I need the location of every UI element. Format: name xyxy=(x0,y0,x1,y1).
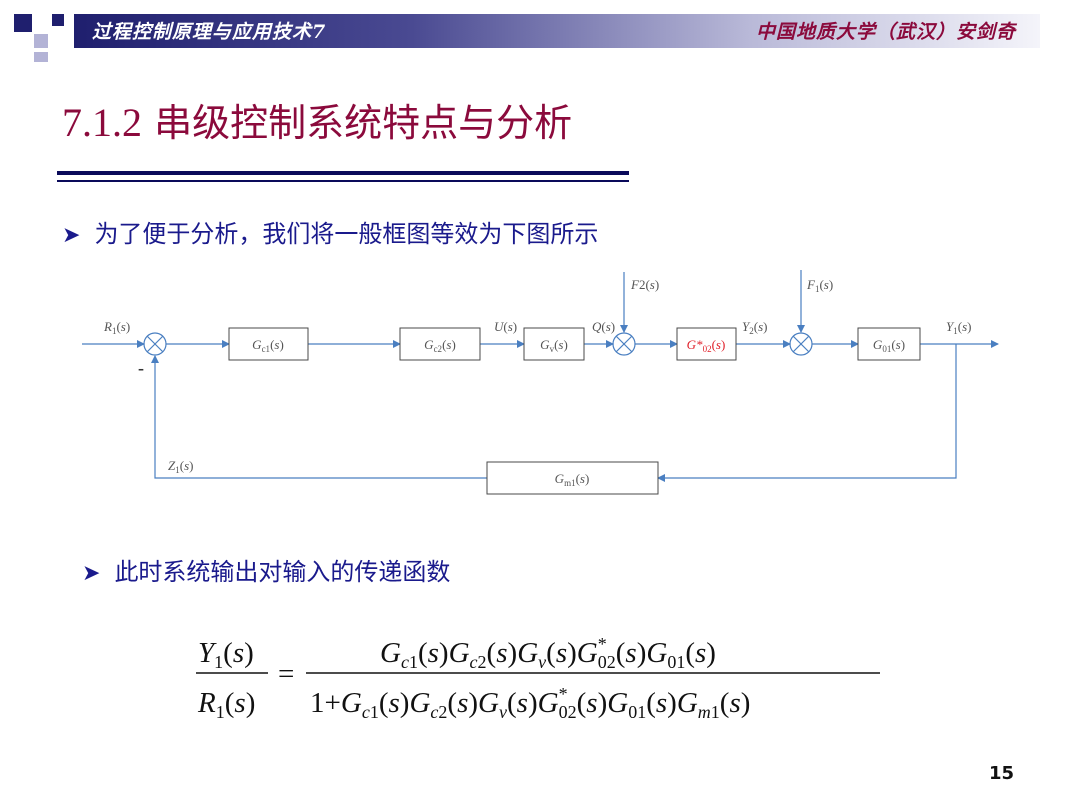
header-bar xyxy=(74,14,1040,48)
signal-label-q: Q(s) xyxy=(592,319,615,334)
block-label-g01: G01(s) xyxy=(873,337,905,354)
block-g01 xyxy=(857,327,921,361)
bullet-item: ➤ 此时系统输出对输入的传递函数 xyxy=(82,552,450,587)
header-square-dark xyxy=(14,14,32,32)
formula-rhs-denominator: 1+Gc1(s)Gc2(s)Gv(s)G*02(s)G01(s)Gm1(s) xyxy=(310,684,750,722)
bullet-text: 此时系统输出对输入的传递函数 xyxy=(114,558,451,586)
signal-label-y1: Y1(s) xyxy=(946,319,971,336)
slide-title: 7.1.2 串级控制系统特点与分析 xyxy=(62,92,572,147)
disturbance-label-f1: F1(s) xyxy=(806,277,833,294)
disturbance-label-f2: F2(s) xyxy=(630,277,659,292)
title-rule-thick xyxy=(57,171,629,175)
bullet-text: 为了便于分析，我们将一般框图等效为下图所示 xyxy=(94,220,599,248)
signal-label-y2: Y2(s) xyxy=(742,319,767,336)
section-number: 7.1.2 xyxy=(62,100,142,145)
course-name: 过程控制原理与应用技术7 xyxy=(92,21,327,43)
minus-sign: - xyxy=(138,358,144,378)
formula-lhs-denominator: R1(s) xyxy=(197,687,255,722)
arrow-bullet-icon: ➤ xyxy=(62,223,81,248)
signal-label-r1: R1(s) xyxy=(103,319,130,336)
block-label-gv: Gv(s) xyxy=(540,337,568,354)
block-gc2 xyxy=(399,327,481,361)
formula-equals-sign: = xyxy=(278,658,294,690)
block-label-gm1: Gm1(s) xyxy=(555,471,590,488)
header-square-small xyxy=(52,14,64,26)
summing-junction-1 xyxy=(143,332,167,356)
formula-rhs-numerator: Gc1(s)Gc2(s)Gv(s)G*02(s)G01(s) xyxy=(380,634,716,672)
summing-junction-3 xyxy=(789,332,813,356)
block-label-gc1: Gc1(s) xyxy=(252,337,284,354)
title-rule-thin xyxy=(57,180,629,182)
feedback-line-to-sum1 xyxy=(151,355,487,479)
slide-header: 过程控制原理与应用技术7 中国地质大学（武汉）安剑奇 xyxy=(0,0,1080,62)
section-title: 串级控制系统特点与分析 xyxy=(154,101,573,145)
block-g02 xyxy=(676,327,737,361)
formula-lhs-numerator: Y1(s) xyxy=(198,637,254,672)
signal-label-z1: Z1(s) xyxy=(168,458,193,475)
feedback-line-to-gm1 xyxy=(657,344,957,482)
signal-label-u: U(s) xyxy=(494,319,517,334)
page-number: 15 xyxy=(988,763,1014,784)
block-label-gc2: Gc2(s) xyxy=(424,337,456,354)
transfer-function-formula: Y1(s) R1(s) = Gc1(s)Gc2(s)Gv(s)G*02(s)G0… xyxy=(196,634,880,722)
header-square-bottom xyxy=(34,52,48,62)
header-square-light xyxy=(34,34,48,48)
block-gv xyxy=(523,327,585,361)
university-author: 中国地质大学（武汉）安剑奇 xyxy=(755,21,1016,43)
block-label-g02: G*02(s) xyxy=(687,337,726,354)
block-gc1 xyxy=(228,327,309,361)
arrow-bullet-icon: ➤ xyxy=(82,561,101,586)
block-gm1 xyxy=(486,461,659,495)
bullet-item: ➤ 为了便于分析，我们将一般框图等效为下图所示 xyxy=(62,214,598,249)
summing-junction-2 xyxy=(612,332,636,356)
